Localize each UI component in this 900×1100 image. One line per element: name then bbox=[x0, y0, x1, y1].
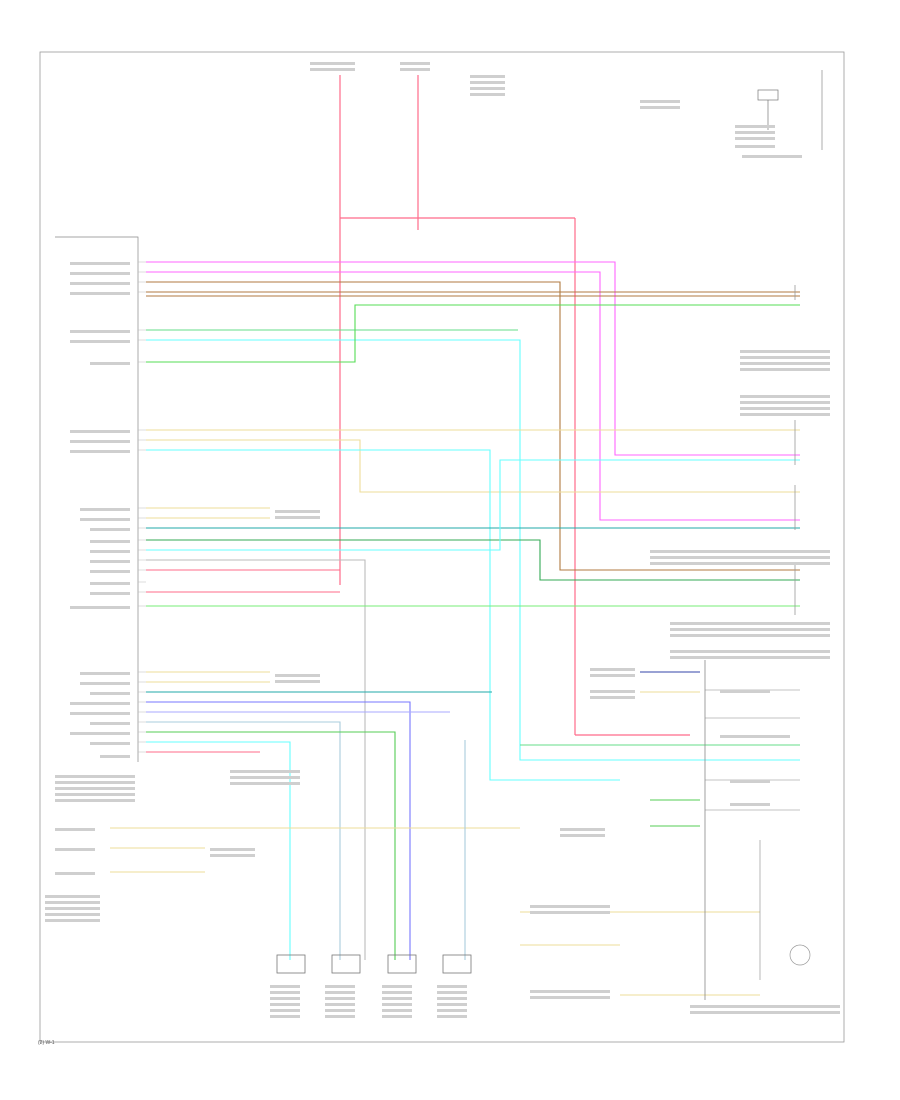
control-module-box bbox=[55, 236, 139, 762]
bottom-right-switch bbox=[789, 944, 811, 966]
top-right-component bbox=[757, 89, 779, 130]
power-feeds bbox=[339, 75, 690, 736]
label-blocks bbox=[45, 62, 840, 1018]
bottom-sensors bbox=[276, 954, 472, 974]
diagram-border bbox=[39, 51, 845, 1043]
pin-column bbox=[138, 261, 146, 753]
connector-bars bbox=[794, 70, 823, 615]
wires bbox=[110, 261, 800, 996]
figure-id: (2) W-1 bbox=[38, 1040, 55, 1046]
right-switch-lines bbox=[705, 689, 800, 980]
